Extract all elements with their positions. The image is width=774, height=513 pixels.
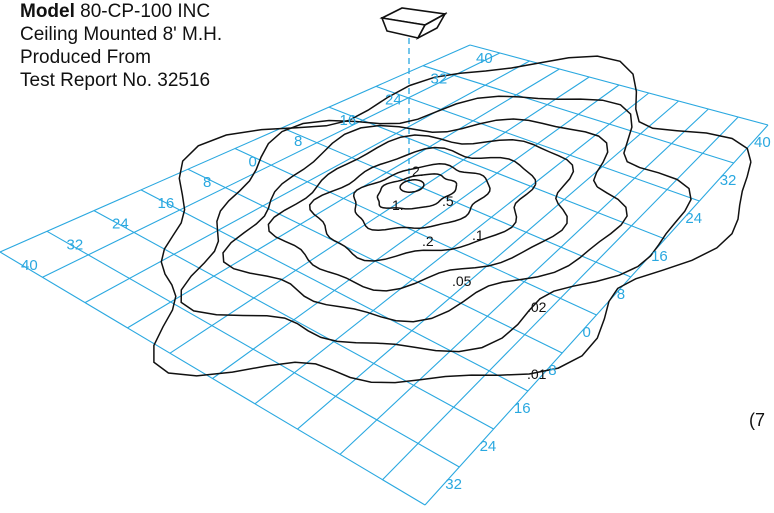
grid-line [297, 100, 679, 430]
contour-line [399, 179, 425, 193]
contour-line [308, 146, 537, 262]
grid-line [46, 230, 460, 468]
contour-label: .02 [527, 299, 547, 315]
floor-grid [0, 44, 769, 506]
left-axis-tick-label: 8 [203, 174, 211, 191]
model-number: 80-CP-100 INC [80, 1, 211, 22]
contour-line [376, 173, 458, 210]
contour-lines [153, 55, 752, 384]
left-axis-tick-label: 40 [476, 50, 493, 67]
axis-ticks: 40322416808162432404032241680816243240 [21, 50, 771, 493]
contour-label: .5 [442, 193, 454, 209]
contour-label: 2. [412, 163, 424, 179]
model-label: Model [20, 1, 75, 22]
right-axis-tick-label: 24 [480, 438, 497, 455]
contour-line [180, 95, 692, 353]
grid-line [212, 84, 620, 379]
grid-line [424, 124, 769, 506]
left-axis-tick-label: 24 [385, 91, 402, 108]
ceiling-luminaire-icon [379, 7, 448, 40]
grid-line [339, 108, 709, 455]
grid-line [254, 92, 650, 405]
right-axis-tick-label: 16 [651, 248, 668, 265]
contour-line [222, 118, 628, 323]
contour-labels: 2. 1. .5 .2 .1 .05 .02 .01 [392, 163, 547, 382]
right-axis-tick-label: 40 [754, 134, 771, 151]
right-axis-tick-label: 24 [685, 210, 702, 227]
left-axis-tick-label: 0 [249, 154, 257, 171]
contour-label: 1. [392, 197, 404, 213]
right-axis-tick-label: 32 [720, 172, 737, 189]
grid-line [93, 210, 494, 430]
left-axis-tick-label: 32 [431, 71, 448, 88]
contour-line [153, 55, 752, 384]
right-axis-tick-label: 0 [583, 324, 591, 341]
left-axis-tick-label: 16 [158, 195, 175, 212]
right-axis-tick-label: 16 [514, 400, 531, 417]
grid-line [0, 251, 426, 506]
right-axis-tick-label: 32 [445, 476, 462, 493]
left-axis-tick-label: 24 [112, 216, 129, 233]
side-note: (7 [749, 410, 766, 430]
left-axis-tick-label: 16 [340, 112, 357, 129]
contour-label: .05 [452, 273, 472, 289]
right-axis-tick-label: 8 [548, 362, 556, 379]
diagram-caption: Model 80-CP-100 INC Ceiling Mounted 8' M… [20, 0, 222, 92]
grid-line [140, 189, 529, 392]
contour-line [352, 163, 491, 232]
left-axis-tick-label: 40 [21, 257, 38, 274]
right-axis-tick-label: 8 [617, 286, 625, 303]
left-axis-tick-label: 8 [294, 133, 302, 150]
contour-label: .1 [472, 227, 484, 243]
test-report-number: Test Report No. 32516 [20, 70, 211, 91]
left-axis-tick-label: 32 [67, 236, 84, 253]
contour-line [267, 134, 575, 292]
grid-line [382, 116, 739, 481]
contour-label: .2 [422, 233, 434, 249]
contour-label: .01 [527, 366, 547, 382]
mounting-info: Ceiling Mounted 8' M.H. [20, 24, 223, 45]
produced-from-text: Produced From [20, 47, 151, 68]
